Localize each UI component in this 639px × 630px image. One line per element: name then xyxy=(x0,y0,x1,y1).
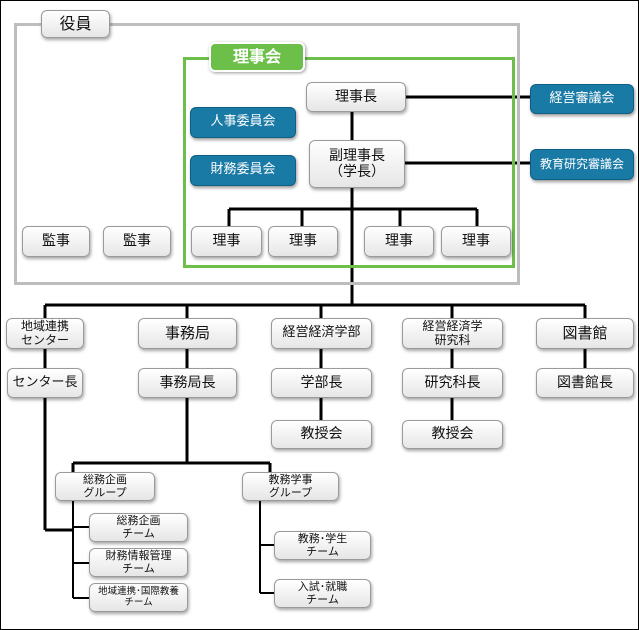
academic-affairs-group-box: 教務学事 グループ xyxy=(242,472,339,501)
auditor-box: 監事 xyxy=(103,226,171,257)
board-label: 理事会 xyxy=(209,42,305,72)
graduate-dean-box: 研究科長 xyxy=(402,368,503,398)
director-box: 理事 xyxy=(191,226,262,257)
finance-committee-box: 財務委員会 xyxy=(190,155,296,186)
general-affairs-group-box: 総務企画 グループ xyxy=(55,472,155,501)
secretariat-box: 事務局 xyxy=(138,318,237,349)
director-box: 理事 xyxy=(268,226,338,257)
regional-center-box: 地域連携 センター xyxy=(6,318,84,349)
hr-committee-box: 人事委員会 xyxy=(190,107,296,138)
faculty-box: 経営経済学部 xyxy=(271,318,372,349)
officers-label: 役員 xyxy=(41,10,110,38)
chair-box: 理事長 xyxy=(306,82,406,112)
faculty-dean-box: 学部長 xyxy=(271,368,372,398)
secretariat-head-box: 事務局長 xyxy=(138,368,237,398)
graduate-council-box: 教授会 xyxy=(402,420,503,449)
center-head-box: センター長 xyxy=(7,368,83,398)
auditor-box: 監事 xyxy=(22,226,90,257)
library-director-box: 図書館長 xyxy=(536,368,634,398)
graduate-school-box: 経営経済学 研究科 xyxy=(402,318,503,349)
education-research-council-box: 教育研究審議会 xyxy=(530,149,634,180)
academic-student-team-box: 教務･学生 チーム xyxy=(274,531,371,560)
general-planning-team-box: 総務企画 チーム xyxy=(89,513,188,542)
regional-intl-team-box: 地域連携･国際教養 チーム xyxy=(89,583,188,612)
faculty-council-box: 教授会 xyxy=(271,420,372,449)
library-box: 図書館 xyxy=(536,318,634,349)
finance-info-team-box: 財務情報管理 チーム xyxy=(89,548,188,577)
director-box: 理事 xyxy=(441,226,511,257)
management-council-box: 経営審議会 xyxy=(530,84,634,114)
officers-region xyxy=(14,23,520,285)
admissions-career-team-box: 入試･就職 チーム xyxy=(274,579,371,608)
vice-chair-box: 副理事長 （学長） xyxy=(309,140,405,188)
board-region xyxy=(183,57,515,268)
director-box: 理事 xyxy=(364,226,434,257)
